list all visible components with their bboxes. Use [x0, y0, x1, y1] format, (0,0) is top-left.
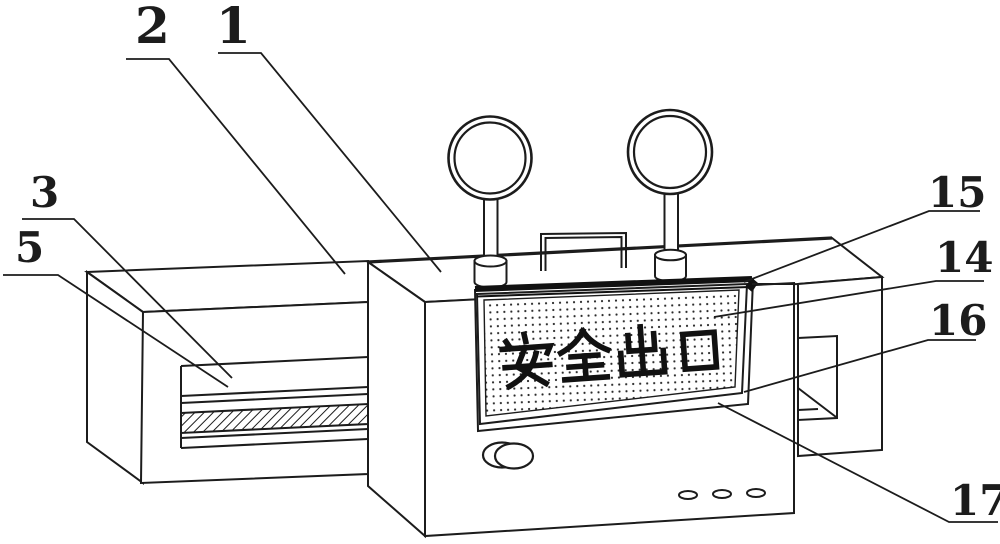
test-button — [483, 443, 533, 469]
reference-label-5: 5 — [15, 223, 44, 272]
right-lamp-ring-inner — [634, 116, 706, 188]
test-button-front-ellipse — [495, 444, 533, 469]
left-lamp-ring-inner — [455, 123, 526, 194]
reference-label-2: 2 — [135, 0, 170, 55]
reference-label-15: 15 — [928, 168, 986, 217]
left-lamp-base-top — [475, 256, 507, 267]
reference-label-14: 14 — [935, 233, 993, 282]
reference-label-3: 3 — [30, 168, 59, 217]
mounting-bracket-plate — [798, 277, 882, 456]
vent-hole-3 — [747, 489, 765, 497]
vent-hole-2 — [713, 490, 731, 498]
base-box — [87, 261, 368, 483]
bracket-hole-inner-ledge — [798, 409, 818, 410]
reference-label-1: 1 — [216, 0, 251, 55]
vent-holes — [679, 489, 765, 499]
vent-hole-1 — [679, 491, 697, 499]
right-lamp-base-top — [655, 250, 686, 261]
reference-label-17: 17 — [950, 476, 1000, 525]
right-lamp-stem-fill — [665, 193, 679, 255]
reference-label-16: 16 — [929, 296, 987, 345]
left-lamp-stem-fill — [484, 197, 498, 262]
